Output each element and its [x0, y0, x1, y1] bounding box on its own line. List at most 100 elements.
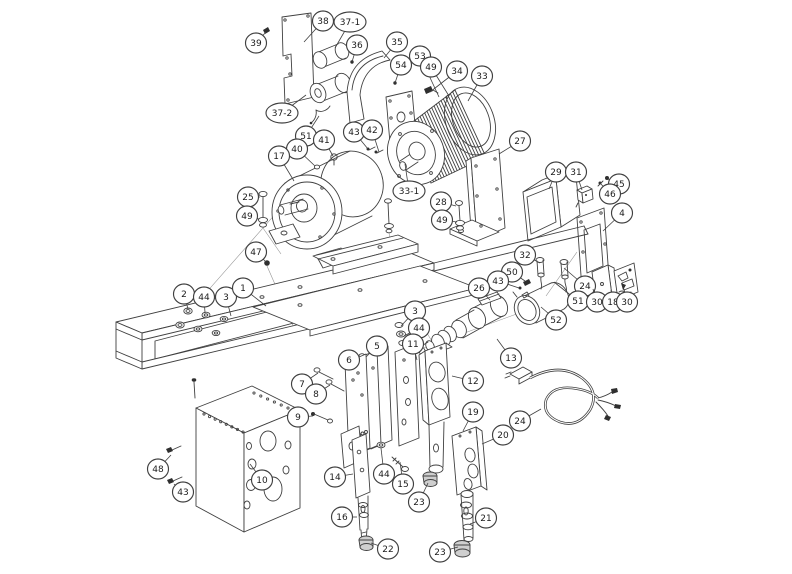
wire-clip-51: [309, 105, 331, 125]
svg-text:49: 49: [436, 216, 448, 226]
belt-cover-35: [346, 50, 391, 124]
svg-text:34: 34: [451, 67, 463, 77]
callout-34: 34: [429, 60, 469, 93]
callout-44: 44: [192, 286, 216, 314]
svg-text:30: 30: [591, 298, 603, 308]
callout-20: 20: [481, 424, 515, 446]
svg-text:7: 7: [299, 380, 305, 390]
callout-43: 43: [171, 481, 195, 503]
callout-16: 16: [330, 506, 357, 528]
svg-text:37-1: 37-1: [340, 18, 360, 28]
callout-21: 21: [469, 507, 498, 529]
svg-text:23: 23: [434, 548, 445, 558]
callout-42: 42: [360, 119, 384, 153]
svg-text:19: 19: [467, 408, 479, 418]
callout-30: 30: [615, 288, 639, 313]
svg-text:18: 18: [607, 298, 619, 308]
callout-49: 49: [235, 205, 260, 227]
svg-text:45: 45: [613, 180, 624, 190]
svg-text:4: 4: [619, 209, 625, 219]
gearbox-input-shaft: [277, 198, 309, 216]
callout-38: 38: [303, 10, 335, 43]
svg-text:50: 50: [506, 268, 518, 278]
callout-10: 10: [249, 463, 274, 491]
screws-42-43: [366, 146, 384, 154]
motor-shaft-33-1: [399, 141, 426, 171]
callout-46: 46: [598, 183, 622, 205]
svg-text:32: 32: [519, 251, 530, 261]
roller-37-2: [309, 72, 352, 104]
box-hole-rows: [202, 391, 290, 434]
channel-bracket: [312, 234, 419, 275]
svg-text:16: 16: [336, 513, 348, 523]
svg-text:27: 27: [514, 137, 525, 147]
svg-text:36: 36: [351, 41, 363, 51]
svg-text:40: 40: [291, 145, 303, 155]
svg-text:53: 53: [414, 52, 425, 62]
callout-39: 39: [244, 31, 268, 54]
block-19-20: [451, 426, 488, 496]
svg-text:21: 21: [480, 514, 491, 524]
callout-31: 31: [564, 161, 588, 191]
svg-text:14: 14: [329, 473, 341, 483]
vent-plug-40: [313, 164, 321, 170]
svg-text:13: 13: [505, 354, 516, 364]
svg-text:12: 12: [467, 377, 478, 387]
callout-13: 13: [496, 338, 523, 369]
callout-33: 33: [467, 65, 494, 102]
callout-37-1: 37-1: [333, 11, 367, 49]
callout-11: 11: [401, 333, 425, 361]
cap-23-upper: [422, 471, 438, 487]
callout-17: 17: [267, 145, 295, 182]
bolt-28-washer-49: [455, 200, 465, 231]
svg-text:51: 51: [300, 132, 311, 142]
callout-44: 44: [403, 317, 431, 339]
svg-text:49: 49: [425, 63, 437, 73]
callout-23: 23: [428, 541, 459, 563]
svg-text:3: 3: [223, 293, 229, 303]
svg-text:43: 43: [177, 488, 188, 498]
svg-text:52: 52: [550, 316, 561, 326]
svg-text:47: 47: [250, 248, 261, 258]
svg-text:28: 28: [435, 198, 447, 208]
callout-28: 28: [429, 191, 457, 213]
svg-text:20: 20: [497, 431, 509, 441]
svg-text:48: 48: [152, 465, 164, 475]
callout-15: 15: [391, 461, 415, 495]
svg-text:30: 30: [621, 298, 633, 308]
svg-text:54: 54: [395, 61, 407, 71]
svg-text:9: 9: [295, 413, 301, 423]
callout-1: 1: [231, 277, 267, 307]
callout-37-2: 37-2: [265, 94, 307, 124]
svg-text:49: 49: [241, 212, 253, 222]
callout-3: 3: [214, 286, 238, 317]
callout-48: 48: [146, 454, 172, 480]
screws-48-43: [166, 445, 183, 484]
callout-25: 25: [236, 186, 260, 208]
svg-text:5: 5: [374, 342, 380, 352]
svg-text:24: 24: [579, 282, 591, 292]
bolt-25-washer-49: [258, 190, 268, 228]
cap-22: [358, 535, 374, 551]
svg-text:44: 44: [413, 324, 425, 334]
callout-35: 35: [383, 31, 409, 59]
svg-text:33: 33: [476, 72, 487, 82]
callout-14: 14: [323, 466, 354, 488]
svg-text:41: 41: [318, 136, 329, 146]
svg-text:17: 17: [273, 152, 284, 162]
svg-text:46: 46: [604, 190, 616, 200]
callout-52: 52: [540, 306, 568, 331]
callout-26: 26: [467, 277, 491, 301]
callout-19: 19: [461, 401, 485, 432]
svg-text:44: 44: [378, 470, 390, 480]
svg-text:31: 31: [570, 168, 581, 178]
callout-22: 22: [370, 538, 400, 560]
callout-43: 43: [486, 270, 520, 292]
svg-text:42: 42: [366, 126, 377, 136]
callout-33-1: 33-1: [392, 163, 426, 202]
svg-text:2: 2: [181, 290, 187, 300]
callout-3: 3: [400, 300, 427, 327]
